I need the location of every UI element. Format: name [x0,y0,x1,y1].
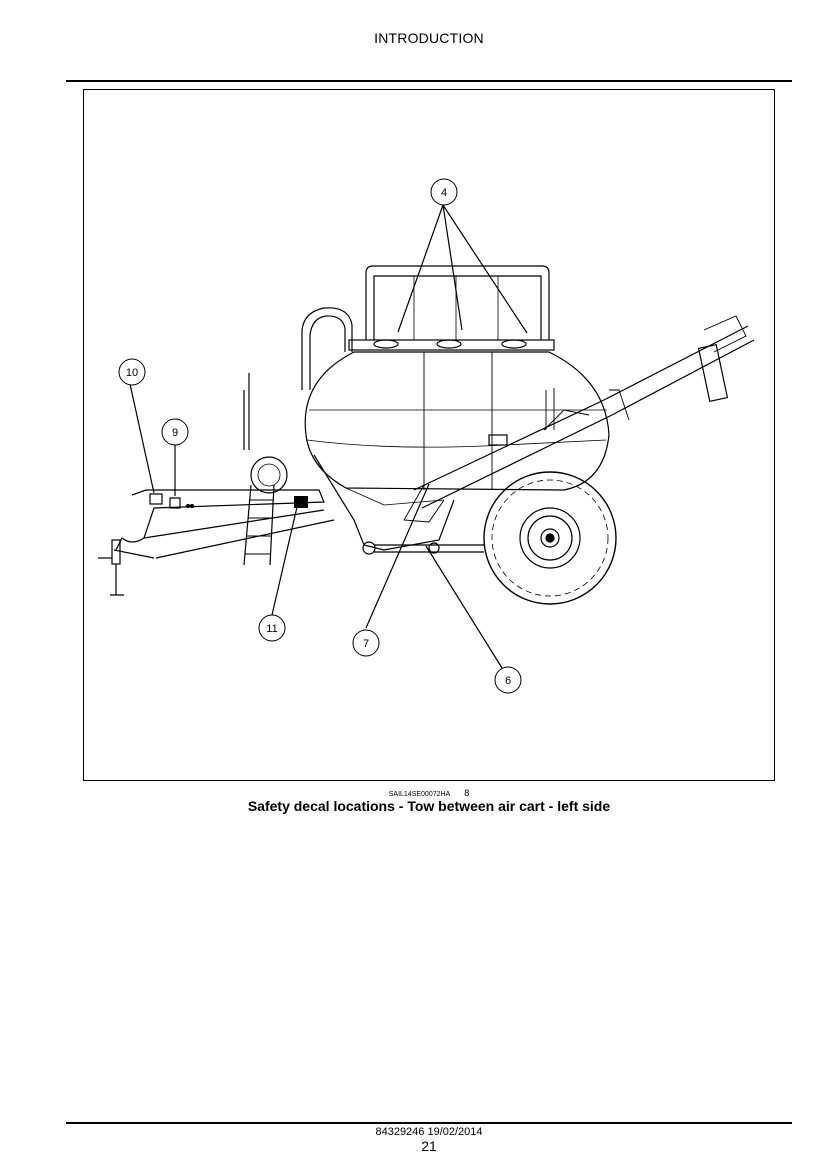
figure-frame: 4 10 9 11 7 6 [83,89,775,781]
air-cart-illustration: 4 10 9 11 7 6 [98,178,755,694]
header-rule [66,80,792,82]
callout-6: 6 [505,675,511,687]
figure-caption: Safety decal locations - Tow between air… [247,798,611,814]
section-header: INTRODUCTION [374,30,484,46]
footer-document-id: 84329246 19/02/2014 [375,1126,483,1138]
figure-number: 8 [464,788,470,798]
callout-10: 10 [126,367,138,379]
callout-4: 4 [441,187,447,199]
callouts-layer [118,178,522,694]
figure-reference: SAIL14SE00072HA 8 [0,788,834,798]
callout-7: 7 [363,638,369,650]
footer-rule [66,1122,792,1124]
page-number: 21 [421,1138,437,1154]
callout-9: 9 [172,427,178,439]
callout-11: 11 [266,623,277,635]
figure-reference-code: SAIL14SE00072HA [388,791,451,798]
